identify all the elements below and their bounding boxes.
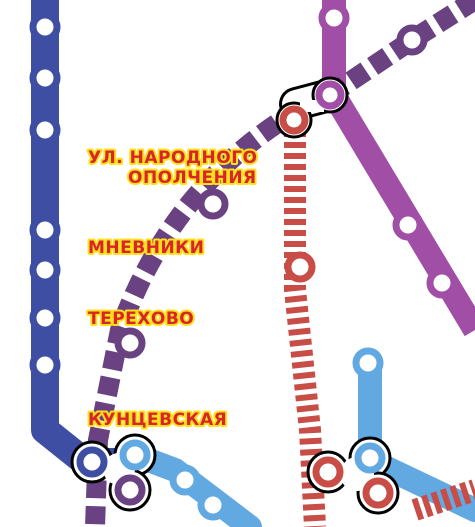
label-terekhovo: ТЕРЕХОВО — [88, 309, 194, 329]
station-labels: УЛ. НАРОДНОГО ОПОЛЧЕНИЯ МНЕВНИКИ ТЕРЕХОВ… — [86, 146, 259, 432]
station-red-1[interactable] — [284, 251, 316, 283]
station-blue-2[interactable] — [29, 62, 61, 94]
station-blue-7[interactable] — [29, 349, 61, 381]
station-blue-1[interactable] — [29, 11, 61, 43]
station-dark-purple-1[interactable] — [396, 24, 428, 56]
station-light-blue-3[interactable] — [197, 489, 229, 521]
station-light-blue-2[interactable] — [169, 464, 201, 496]
interchange-bottom-right[interactable] — [306, 436, 400, 515]
label-narodnogo-opolcheniya-line1: УЛ. НАРОДНОГО — [88, 148, 258, 168]
station-blue-6[interactable] — [29, 302, 61, 334]
station-light-blue-1[interactable] — [352, 347, 384, 379]
station-purple-2[interactable] — [392, 209, 424, 241]
station-blue-4[interactable] — [29, 214, 61, 246]
station-purple-3[interactable] — [426, 267, 458, 299]
red-line-bottom-segment — [411, 479, 475, 521]
station-blue-5[interactable] — [29, 254, 61, 286]
station-purple-1[interactable] — [318, 2, 350, 34]
station-terekhovo[interactable] — [114, 327, 146, 359]
label-narodnogo-opolcheniya-line2: ОПОЛЧЕНИЯ — [128, 168, 257, 188]
station-blue-3[interactable] — [29, 114, 61, 146]
station-mnevniki[interactable] — [197, 188, 229, 220]
label-mnevniki: МНЕВНИКИ — [88, 238, 204, 258]
label-kuntsevskaya: КУНЦЕВСКАЯ — [88, 410, 227, 430]
interchange-narodnogo-opolcheniya[interactable] — [275, 76, 349, 139]
interchange-kuntsevskaya[interactable] — [70, 433, 157, 512]
